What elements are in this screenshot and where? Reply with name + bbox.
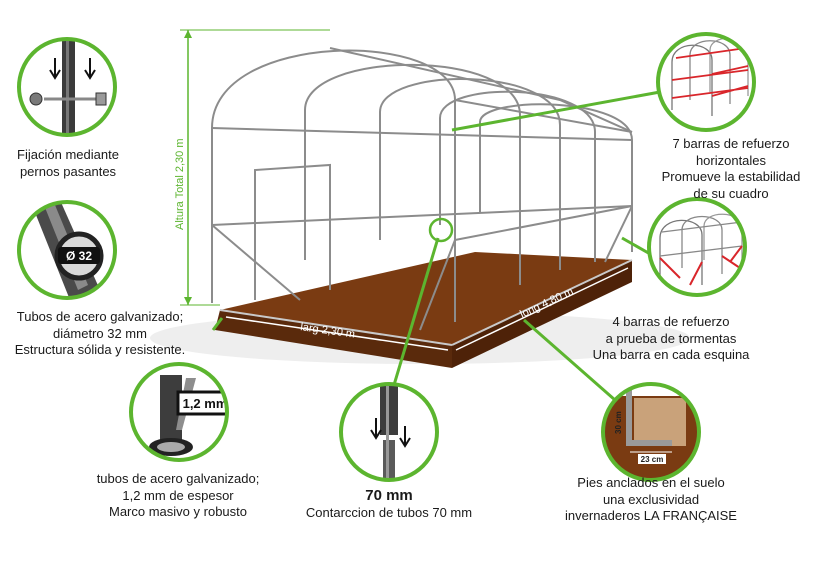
caption-thickness-line2: 1,2 mm de espesor (122, 487, 234, 503)
caption-storm-line3: Una barra en cada esquina (592, 347, 750, 362)
greenhouse-frame (211, 47, 633, 331)
height-label: Altura Total 2,30 m (174, 138, 186, 230)
caption-storm-bars: 4 barras de refuerzo a prueba de torment… (586, 314, 756, 364)
caption-thickness-line1: tubos de acero galvanizado; (96, 471, 260, 486)
caption-bolts: Fijación mediante pernos pasantes (2, 147, 134, 180)
caption-contraction: 70 mm Contarccion de tubos 70 mm (296, 487, 482, 521)
tube-section-icon: Ø 32 (30, 202, 104, 298)
caption-tubes-line3: Estructura sólida y resistente. (14, 342, 186, 357)
height-dimension: Altura Total 2,30 m (174, 29, 330, 306)
caption-hbars-line4: de su cuadro (693, 185, 769, 201)
ground-anchor-icon: 30 cm 23 cm (603, 384, 699, 480)
caption-tubes-line2: diámetro 32 mm (53, 325, 147, 341)
greenhouse-red-bars-icon (671, 37, 749, 116)
caption-thickness-line3: Marco masivo y robusto (109, 504, 247, 519)
horizontal-bars-detail (656, 32, 756, 132)
caption-anchors-line3: invernaderos LA FRANÇAISE (565, 508, 737, 523)
tube-badge: Ø 32 (66, 249, 92, 263)
storm-bars-detail (647, 197, 747, 297)
caption-anchors-line2: una exclusividad (602, 491, 700, 507)
contraction-detail (339, 382, 439, 482)
bolt-detail (17, 37, 117, 137)
caption-horizontal-bars: 7 barras de refuerzo horizontales Promue… (646, 136, 816, 202)
tube-joint-icon (370, 384, 411, 480)
caption-hbars-line1: 7 barras de refuerzo (672, 136, 790, 151)
caption-hbars-line3: Promueve la estabilidad (661, 169, 801, 184)
caption-bolts-line2: pernos pasantes (19, 163, 117, 179)
anchor-detail: 30 cm 23 cm (601, 382, 701, 482)
thickness-badge: 1,2 mm (183, 396, 228, 411)
caption-bolts-line1: Fijación mediante (17, 147, 119, 162)
caption-thickness: tubos de acero galvanizado; 1,2 mm de es… (88, 471, 268, 521)
caption-storm-line2: a prueba de tormentas (605, 330, 737, 346)
anchor-depth-label: 30 cm (614, 411, 623, 434)
caption-storm-line1: 4 barras de refuerzo (612, 314, 730, 329)
caption-anchors: Pies anclados en el suelo una exclusivid… (556, 475, 746, 525)
caption-contraction-title: 70 mm (365, 487, 413, 504)
tube-detail: Ø 32 (17, 200, 117, 300)
joint-highlight (428, 217, 454, 243)
caption-hbars-line2: horizontales (695, 152, 767, 168)
caption-tubes-line1: Tubos de acero galvanizado; (16, 309, 184, 324)
caption-contraction-line1: Contarccion de tubos 70 mm (305, 504, 473, 520)
caption-anchors-line1: Pies anclados en el suelo (577, 475, 725, 490)
tube-wall-icon: 1,2 mm (149, 375, 228, 456)
anchor-width-label: 23 cm (641, 455, 664, 464)
callout-lines (211, 90, 661, 402)
caption-tubes: Tubos de acero galvanizado; diámetro 32 … (0, 309, 200, 359)
bolt-icon (29, 39, 107, 135)
thickness-detail: 1,2 mm (129, 362, 229, 462)
